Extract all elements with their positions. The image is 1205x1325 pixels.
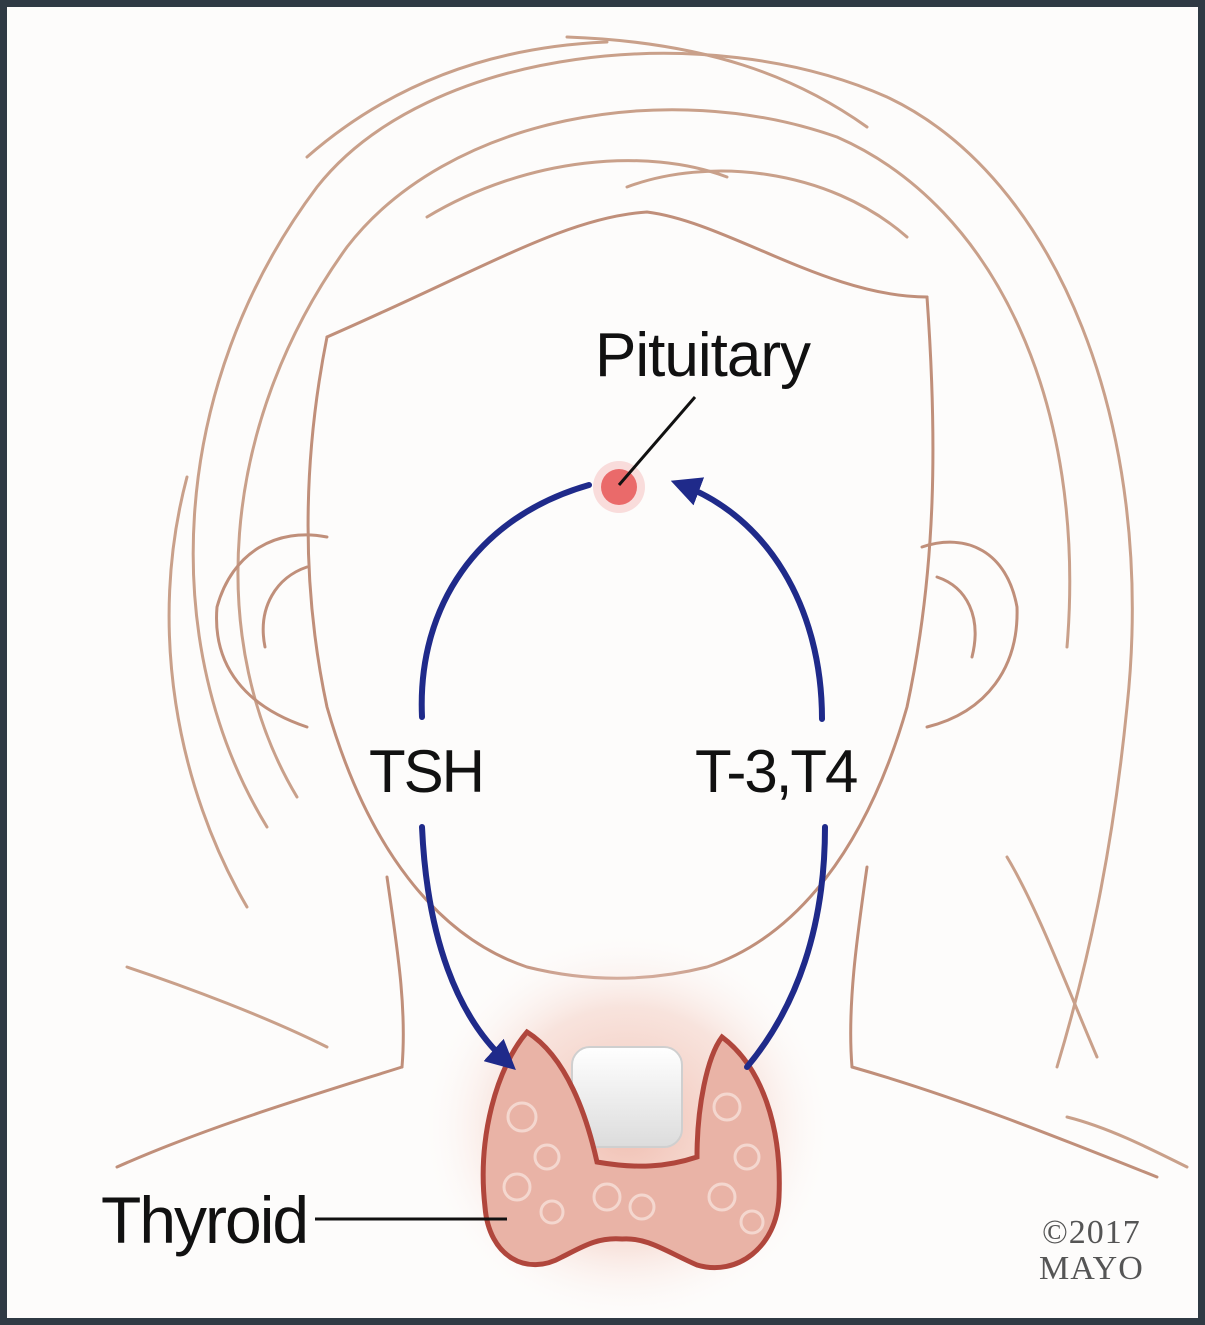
thyroid-label: Thyroid	[101, 1187, 307, 1253]
tsh-label: TSH	[369, 742, 483, 802]
copyright-owner: MAYO	[1039, 1251, 1144, 1287]
tsh-arrow-upper	[422, 485, 589, 717]
pituitary-leader	[619, 397, 695, 485]
pituitary-label: Pituitary	[595, 325, 810, 387]
head-illustration	[7, 7, 1198, 1318]
copyright-year: ©2017	[1039, 1215, 1144, 1251]
t34-arrow-upper	[682, 485, 822, 719]
copyright-mark: ©2017 MAYO	[1039, 1215, 1144, 1286]
t3-t4-label: T-3,T4	[695, 742, 856, 802]
